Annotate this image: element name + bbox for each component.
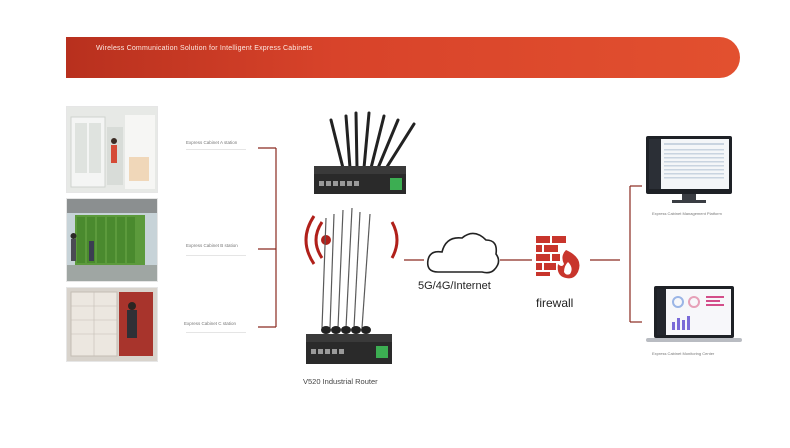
router-bottom (306, 207, 392, 364)
cabinet-b-caption: Express Cabinet B station (186, 243, 238, 248)
cloud-icon (426, 232, 500, 274)
caption-underline (186, 149, 246, 150)
cabinet-bracket (258, 147, 277, 328)
monitor-icon (646, 136, 732, 203)
signal-waves (304, 215, 399, 265)
firewall-label: firewall (536, 296, 574, 310)
cabinet-photo-c (66, 287, 158, 362)
router-label: V520 Industrial Router (303, 377, 378, 386)
cabinet-a-caption: Express Cabinet A station (186, 140, 238, 145)
caption-underline (186, 332, 246, 333)
cloud-label: 5G/4G/Internet (418, 280, 491, 292)
laptop-caption: Express Cabinet Monitoring Center (652, 351, 715, 356)
cabinet-photo-a (66, 106, 158, 193)
router-top (314, 111, 416, 194)
caption-underline (186, 255, 246, 256)
firewall-icon (536, 236, 580, 279)
banner-title: Wireless Communication Solution for Inte… (96, 45, 313, 52)
platform-bracket (629, 185, 642, 323)
cabinet-photo-b (66, 198, 158, 282)
title-banner: Wireless Communication Solution for Inte… (66, 37, 740, 78)
cabinet-c-caption: Express Cabinet C station (184, 321, 237, 326)
signal-dot (321, 235, 331, 245)
laptop-icon (646, 286, 742, 342)
monitor-caption: Express Cabinet Management Platform (652, 211, 722, 216)
